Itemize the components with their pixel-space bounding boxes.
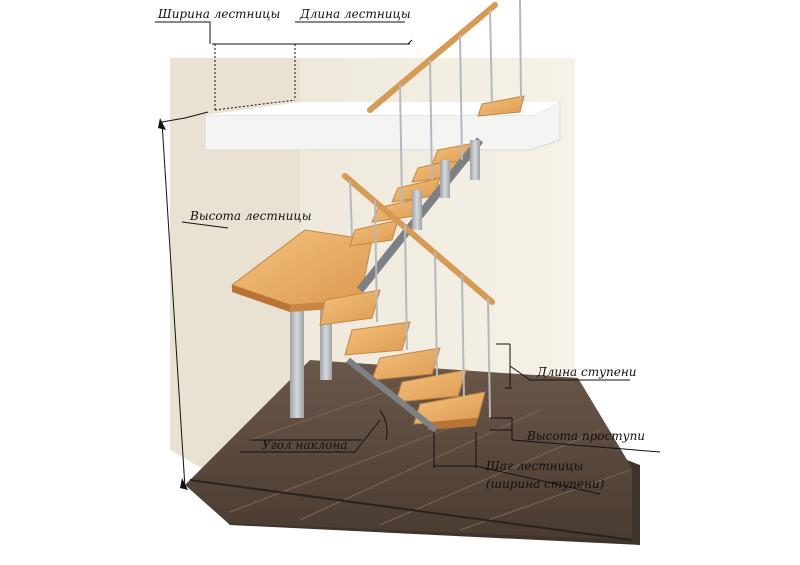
label-stair-pitch-line2: (ширина ступени)	[486, 477, 605, 491]
railing-upper	[367, 0, 522, 206]
upper-flight	[349, 95, 525, 293]
lower-flight	[319, 289, 486, 433]
label-stair-pitch-line1: Шаг лестницы	[485, 459, 583, 473]
label-riser-height: Высота проступи	[526, 429, 645, 443]
wall-left	[170, 58, 300, 470]
upper-floor-slab	[204, 101, 561, 151]
dimension-lines	[155, 21, 661, 495]
label-stair-length: Длина лестницы	[299, 7, 411, 21]
label-stair-width: Ширина лестницы	[157, 7, 280, 21]
label-incline-angle: Угол наклона	[262, 438, 348, 452]
railing-lower	[342, 173, 495, 419]
label-step-length: Длина ступени	[536, 365, 637, 379]
label-stair-height: Высота лестницы	[189, 209, 312, 223]
